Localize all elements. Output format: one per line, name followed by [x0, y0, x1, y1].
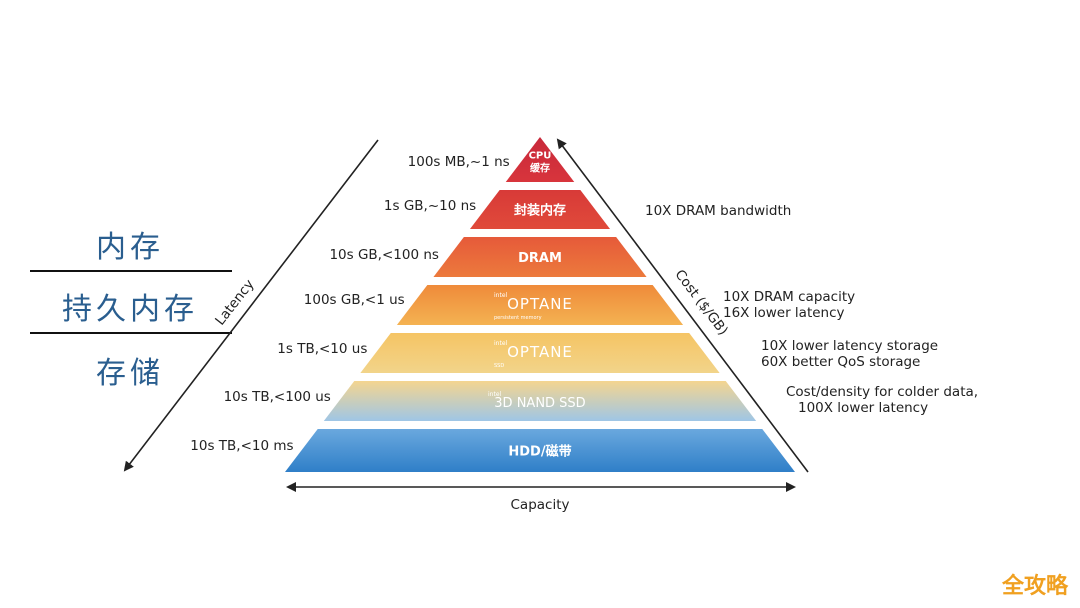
- tier-spec-note: 100s GB,<1 us: [304, 292, 405, 308]
- latency-arrow: [123, 139, 379, 472]
- benefit-note: 16X lower latency: [723, 305, 845, 321]
- tier-6: [285, 429, 795, 472]
- tier-label: 缓存: [529, 162, 550, 175]
- tier-spec-note: 1s GB,~10 ns: [384, 198, 476, 214]
- benefit-note: 10X DRAM capacity: [723, 289, 855, 305]
- capacity-axis-label: Capacity: [511, 497, 570, 513]
- tier-label: 封装内存: [514, 203, 566, 219]
- watermark: 全攻略: [1001, 574, 1068, 599]
- brand-sub-label: SSD: [494, 363, 504, 369]
- tier-label: DRAM: [518, 251, 562, 266]
- brand-label: 3D NAND SSD: [494, 396, 585, 411]
- brand-label: OPTANE: [507, 295, 573, 313]
- tier-5: [323, 381, 757, 421]
- divider: [30, 270, 232, 272]
- benefit-note: Cost/density for colder data,: [786, 384, 978, 400]
- tier-2: [433, 237, 647, 277]
- intel-logo: intel: [488, 391, 502, 398]
- tier-spec-note: 10s TB,<100 us: [224, 389, 331, 405]
- tier-4: [360, 333, 720, 373]
- category-storage: 存储: [96, 356, 164, 391]
- benefit-note: 10X DRAM bandwidth: [645, 203, 791, 219]
- tier-1: [469, 190, 611, 229]
- cost-arrow: [556, 138, 809, 473]
- tier-spec-note: 1s TB,<10 us: [277, 341, 367, 357]
- divider: [30, 332, 232, 334]
- tier-label: CPU: [529, 151, 552, 162]
- intel-logo: intel: [494, 340, 508, 347]
- category-persistent-memory: 持久内存: [62, 292, 198, 327]
- benefit-note: 100X lower latency: [798, 400, 928, 416]
- tier-label: HDD/磁带: [508, 444, 571, 460]
- tier-spec-note: 10s GB,<100 ns: [329, 247, 438, 263]
- intel-logo: intel: [494, 292, 508, 299]
- brand-sub-label: persistent memory: [494, 315, 542, 321]
- brand-label: OPTANE: [507, 343, 573, 361]
- tier-spec-note: 100s MB,~1 ns: [408, 154, 510, 170]
- latency-axis-label: Latency: [212, 277, 257, 329]
- tier-3: [396, 285, 684, 325]
- category-memory: 内存: [96, 230, 164, 265]
- tier-0: [505, 137, 575, 182]
- benefit-note: 10X lower latency storage: [761, 338, 938, 354]
- tier-spec-note: 10s TB,<10 ms: [190, 438, 293, 454]
- benefit-note: 60X better QoS storage: [761, 354, 920, 370]
